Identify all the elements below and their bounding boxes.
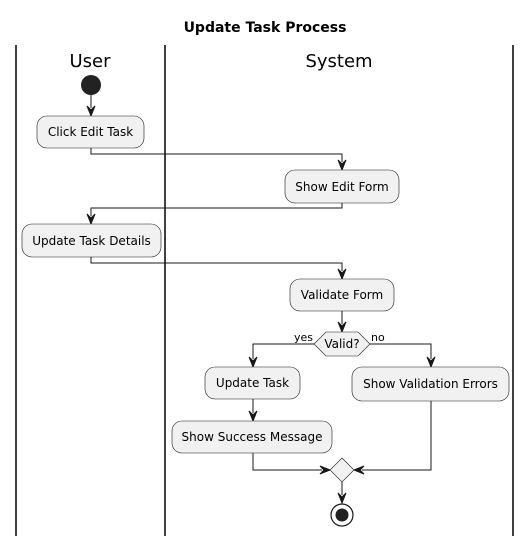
edge-click-to-showform [90,148,343,162]
lane-title-user: User [69,51,111,72]
activity-label: Validate Form [301,288,383,302]
edge-decision-yes [252,343,314,359]
arrowhead [337,321,347,334]
arrowhead [337,159,347,172]
merge-node [329,457,355,483]
arrowhead [426,356,436,369]
activity-label: Click Edit Task [48,125,133,139]
activity-label: Update Task Details [32,234,151,248]
edge-showform-to-update [90,203,343,216]
arrowhead [248,410,258,423]
activity-show-validation-errors: Show Validation Errors [351,366,510,402]
arrowhead [337,268,347,281]
start-node [81,75,101,95]
decision-valid: Valid? [313,331,371,357]
diagram-title: Update Task Process [184,20,347,36]
arrowhead [86,105,96,118]
decision-label: Valid? [324,337,359,351]
edge-decision-no [370,343,432,359]
activity-label: Show Success Message [182,430,323,444]
arrowhead [248,356,258,369]
activity-update-task-details: Update Task Details [21,223,162,258]
arrowhead [86,213,96,226]
arrowhead [319,465,332,475]
edge-success-to-merge [252,453,322,471]
edges [86,95,436,505]
activity-show-success-message: Show Success Message [171,420,333,454]
edge-update-to-validate [90,257,343,271]
lane-title-system: System [305,51,372,72]
end-node [330,503,354,527]
arrowhead [337,492,347,505]
guard-yes: yes [294,331,313,344]
arrowhead [352,465,365,475]
activity-label: Show Validation Errors [363,377,498,391]
activity-update-task: Update Task [204,366,301,400]
activity-click-edit-task: Click Edit Task [36,115,145,149]
activity-show-edit-form: Show Edit Form [284,169,400,204]
guard-no: no [371,331,385,344]
activity-label: Update Task [216,376,289,390]
edge-errors-to-merge [362,401,432,471]
activity-label: Show Edit Form [295,180,388,194]
activity-validate-form: Validate Form [289,278,395,312]
